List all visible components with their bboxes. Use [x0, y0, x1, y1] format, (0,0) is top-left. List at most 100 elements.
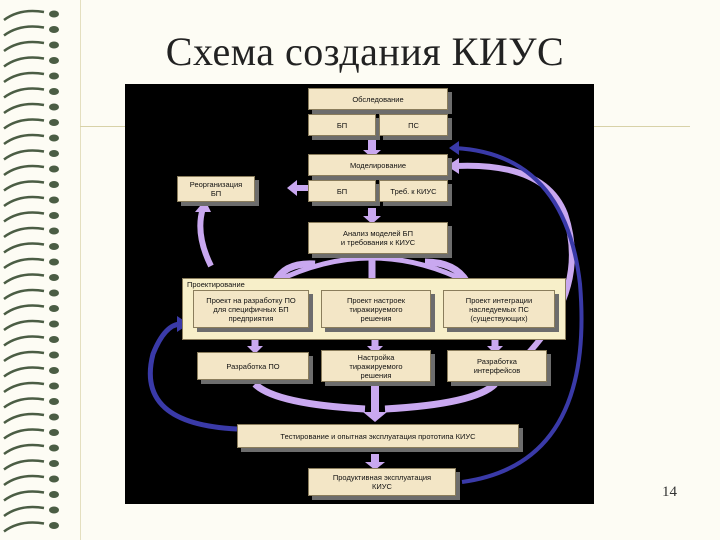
spiral-hole	[49, 134, 59, 142]
spiral-hole	[49, 320, 59, 328]
arrow-conv-left	[252, 381, 366, 413]
spiral-hole	[49, 26, 59, 33]
spiral-hole	[49, 522, 59, 529]
spiral-ring	[3, 242, 45, 254]
arrow-head-2	[363, 216, 381, 224]
box-nastroyka: Настройка тиражируемого решения	[321, 350, 431, 382]
spiral-ring	[3, 118, 45, 130]
spiral-hole	[49, 243, 59, 250]
box-produktivnaya: Продуктивная эксплуатация КИУС	[308, 468, 456, 496]
box-bp-1: БП	[308, 114, 376, 136]
spiral-hole	[49, 88, 59, 95]
slide-title: Схема создания КИУС	[165, 29, 565, 74]
spiral-ring	[3, 102, 45, 115]
spiral-ring	[3, 366, 45, 378]
spiral-hole	[49, 336, 59, 343]
spiral-hole	[49, 41, 59, 49]
spiral-hole	[49, 429, 59, 436]
spiral-ring	[3, 505, 45, 518]
spiral-ring	[3, 304, 45, 316]
spiral-hole	[49, 165, 59, 173]
spiral-ring	[3, 288, 45, 301]
spiral-ring	[3, 350, 45, 363]
arrow-loop-outer	[454, 146, 584, 484]
spiral-hole	[49, 491, 59, 498]
box-modelirovanie: Моделирование	[308, 154, 448, 176]
spiral-hole	[49, 475, 59, 483]
box-analiz: Анализ моделей БП и требования к КИУС	[308, 222, 448, 254]
page-number: 14	[662, 484, 677, 500]
spiral-ring	[3, 25, 45, 37]
panel-proektirovanie-label: Проектирование	[187, 280, 245, 289]
arrow-loop-right-head	[447, 158, 459, 174]
spiral-hole	[49, 181, 59, 188]
spiral-hole	[49, 506, 59, 514]
arrow-fan-arc	[273, 255, 469, 285]
arrow-reorg-up-head	[195, 200, 211, 212]
arrow-reorg-up	[197, 207, 214, 268]
spiral-hole	[49, 72, 59, 80]
spiral-hole	[49, 398, 59, 405]
spiral-ring	[3, 9, 45, 22]
spiral-hole	[49, 382, 59, 390]
spiral-ring	[3, 397, 45, 409]
spiral-hole	[49, 367, 59, 374]
spiral-ring	[3, 443, 45, 456]
box-reorganizaciya: Реорганизация БП	[177, 176, 255, 202]
spiral-hole	[49, 444, 59, 452]
spiral-ring	[3, 335, 45, 347]
spiral-ring	[3, 412, 45, 425]
spiral-hole	[49, 212, 59, 219]
spiral-hole	[49, 351, 59, 359]
box-proekt-nastroek: Проект настроек тиражируемого решения	[321, 290, 431, 328]
spiral-ring	[3, 71, 45, 84]
spiral-ring	[3, 490, 45, 502]
box-treb-kius: Треб. к КИУС	[379, 180, 448, 202]
spiral-hole	[49, 274, 59, 281]
box-razrabotka-po: Разработка ПО	[197, 352, 309, 380]
arrow-prod-head	[365, 462, 385, 470]
box-testirovanie: Тестирование и опытная эксплуатация прот…	[237, 424, 519, 448]
spiral-hole	[49, 258, 59, 266]
arrow-loop-outer-head	[449, 141, 459, 155]
spiral-ring	[3, 56, 45, 68]
box-obsledovanie: Обследование	[308, 88, 448, 110]
arrow-conv-head	[363, 412, 387, 422]
spiral-hole	[49, 305, 59, 312]
spiral-hole	[49, 460, 59, 467]
spiral-ring	[3, 133, 45, 146]
arrow-conv-right	[384, 381, 498, 413]
process-diagram: Обследование БП ПС Моделирование Реорган…	[125, 84, 594, 504]
arrow-loop-left	[147, 321, 238, 432]
spiral-hole	[49, 119, 59, 126]
spiral-ring	[3, 428, 45, 440]
spiral-hole	[49, 413, 59, 421]
arrow-dev-1-head	[247, 346, 263, 354]
spiral-ring	[3, 273, 45, 285]
spiral-hole	[49, 227, 59, 235]
spiral-ring	[3, 180, 45, 192]
spiral-ring	[3, 226, 45, 239]
box-razrabotka-interfeysov: Разработка интерфейсов	[447, 350, 547, 382]
spiral-ring	[3, 211, 45, 223]
spiral-ring	[3, 319, 45, 332]
arrow-reorg-left-head	[287, 180, 297, 196]
box-proekt-po: Проект на разработку ПО для специфичных …	[193, 290, 309, 328]
spiral-hole	[49, 196, 59, 204]
spiral-ring	[3, 459, 45, 471]
margin-line	[80, 0, 81, 540]
box-proekt-integracii: Проект интеграции наследуемых ПС (сущест…	[443, 290, 555, 328]
spiral-ring	[3, 257, 45, 270]
spiral-ring	[3, 195, 45, 208]
spiral-ring	[3, 87, 45, 99]
spiral-hole	[49, 10, 59, 18]
spiral-hole	[49, 103, 59, 111]
spiral-ring	[3, 149, 45, 161]
spiral-ring	[3, 40, 45, 53]
spiral-binding	[3, 9, 59, 533]
box-ps: ПС	[379, 114, 448, 136]
spiral-hole	[49, 57, 59, 64]
spiral-ring	[3, 474, 45, 487]
spiral-ring	[3, 381, 45, 394]
spiral-hole	[49, 289, 59, 297]
